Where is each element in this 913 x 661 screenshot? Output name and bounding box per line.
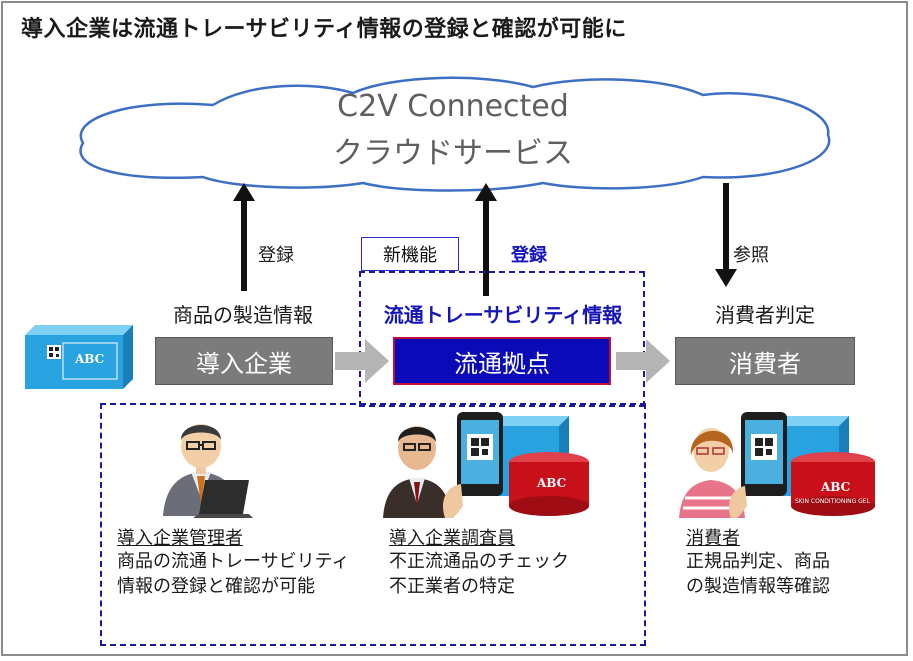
investigator-role-desc-1: 不正流通品のチェック	[389, 551, 569, 572]
product-tagline-right: SKIN CONDITIONING GEL	[795, 498, 870, 505]
company-node-label: 導入企業	[196, 349, 292, 378]
distribution-node-label: 流通拠点	[454, 349, 550, 378]
consumer-role-desc-1: 正規品判定、商品	[686, 551, 830, 572]
investigator-role-title: 導入企業調査員	[389, 528, 515, 549]
distribution-node: 流通拠点	[393, 337, 611, 385]
register-arrow-middle	[475, 183, 497, 296]
company-node: 導入企業	[155, 337, 333, 385]
reference-arrow-right	[715, 183, 737, 287]
consumer-node-label: 消費者	[729, 349, 801, 378]
cloud-shape	[79, 76, 831, 192]
page-title: 導入企業は流通トレーサビリティ情報の登録と確認が可能に	[21, 17, 627, 42]
product-brand-left: ABC	[75, 352, 105, 366]
distribution-caption: 流通トレーサビリティ情報	[383, 303, 623, 327]
middle-arrow-label: 登録	[511, 245, 547, 266]
consumer-role-desc-2: の製造情報等確認	[686, 576, 830, 597]
admin-role-title: 導入企業管理者	[117, 528, 243, 549]
consumer-role-title: 消費者	[686, 528, 740, 549]
cloud-subtitle: クラウドサービス	[333, 136, 573, 171]
register-arrow-left	[233, 183, 255, 291]
product-brand-middle: ABC	[537, 476, 567, 490]
admin-role-desc-2: 情報の登録と確認が可能	[117, 576, 315, 597]
consumer-node: 消費者	[675, 337, 855, 385]
consumer-image	[679, 412, 875, 518]
left-arrow-label: 登録	[258, 245, 294, 266]
admin-person-image	[163, 424, 253, 518]
product-box-image	[25, 325, 133, 389]
new-feature-region-top	[359, 271, 645, 407]
product-brand-right: ABC	[821, 480, 851, 494]
flow-arrow-1	[335, 339, 389, 383]
company-scope-region	[100, 403, 646, 646]
flow-arrow-2	[616, 339, 670, 383]
new-feature-badge: 新機能	[361, 237, 459, 271]
investigator-image	[383, 412, 589, 518]
cloud-title: C2V Connected	[337, 89, 569, 124]
consumer-caption: 消費者判定	[715, 303, 815, 327]
investigator-role-desc-2: 不正業者の特定	[389, 576, 515, 597]
admin-role-desc-1: 商品の流通トレーサビリティ	[117, 551, 350, 572]
company-caption: 商品の製造情報	[173, 303, 313, 327]
right-arrow-label: 参照	[733, 245, 769, 266]
